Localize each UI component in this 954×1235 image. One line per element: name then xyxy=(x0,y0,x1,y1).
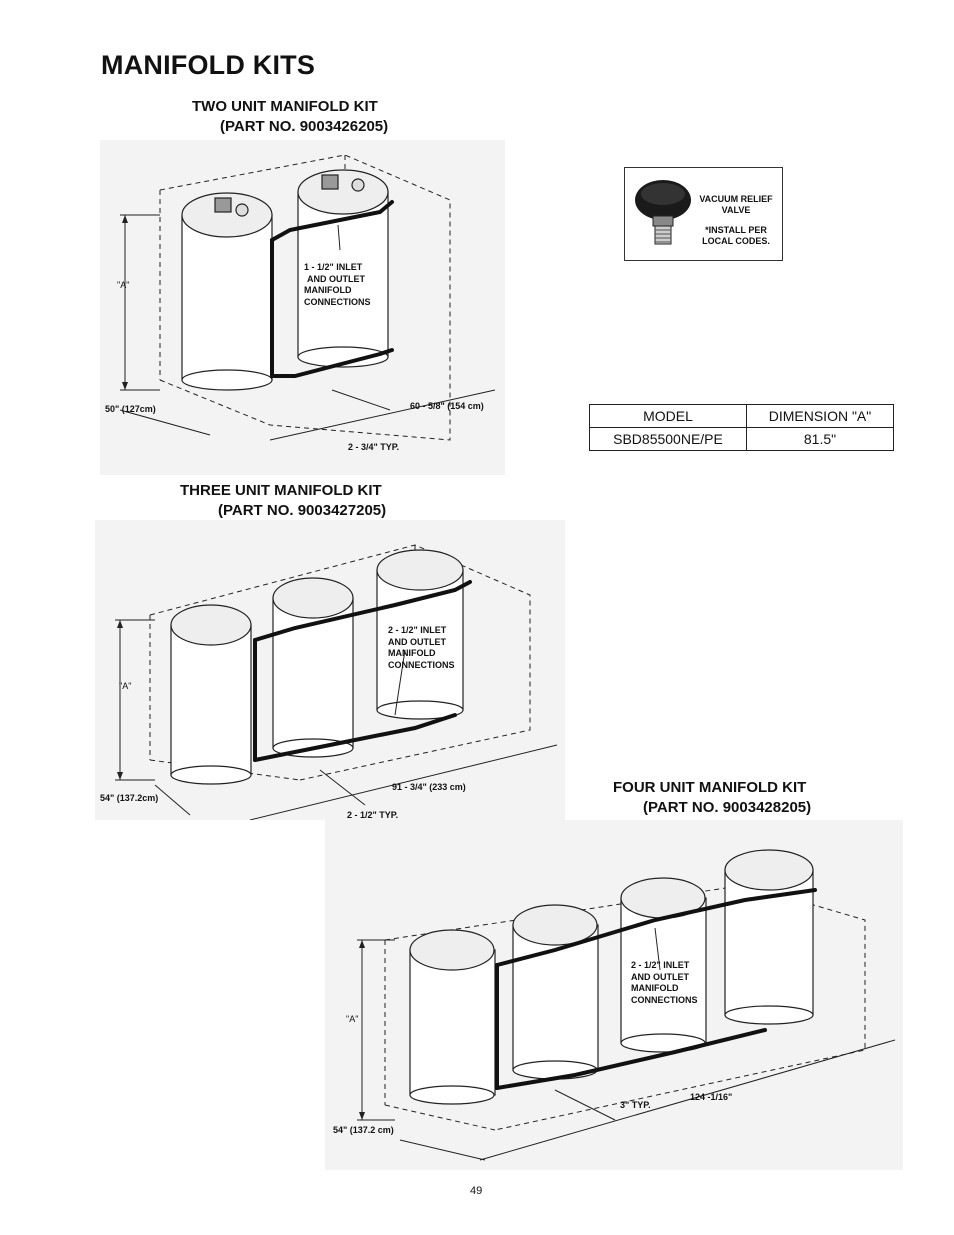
two-unit-diagram: "A" 1 - 1/2" INLET AND OUTLET MANIFOLD C… xyxy=(100,140,505,475)
header-model: MODEL xyxy=(589,404,747,428)
four-unit-depth: 54" (137.2 cm) xyxy=(333,1125,394,1135)
two-unit-kit-title: TWO UNIT MANIFOLD KIT (PART NO. 90034262… xyxy=(192,97,388,137)
four-unit-diagram: "A" 2 - 1/2" INLET AND OUTLET MANIFOLD C… xyxy=(325,820,903,1170)
three-unit-title-line1: THREE UNIT MANIFOLD KIT xyxy=(180,482,382,499)
two-unit-title-line1: TWO UNIT MANIFOLD KIT xyxy=(192,98,378,115)
four-unit-width: 124 -1/16" xyxy=(690,1092,733,1102)
dimension-table: MODEL DIMENSION "A" SBD85500NE/PE 81.5" xyxy=(589,404,894,451)
page-title: MANIFOLD KITS xyxy=(101,50,316,80)
header-dimension-a: DIMENSION "A" xyxy=(746,404,894,428)
four-unit-dim-a: "A" xyxy=(346,1014,359,1024)
heater-2 xyxy=(297,169,389,368)
vacuum-relief-valve-box: VACUUM RELIEF VALVE *INSTALL PER LOCAL C… xyxy=(624,167,783,261)
heater-1 xyxy=(181,192,273,391)
two-unit-spacing: 2 - 3/4" TYP. xyxy=(348,442,400,452)
four-unit-drawing xyxy=(325,820,903,1170)
two-unit-dim-a: "A" xyxy=(117,280,130,290)
three-unit-callout: 2 - 1/2" INLET AND OUTLET MANIFOLD CONNE… xyxy=(388,625,455,670)
three-unit-depth: 54" (137.2cm) xyxy=(100,793,159,803)
three-unit-width: 91 - 3/4" (233 cm) xyxy=(392,782,466,792)
page-number: 49 xyxy=(470,1185,483,1197)
cell-dimension: 81.5" xyxy=(746,427,894,451)
two-unit-drawing xyxy=(100,140,505,475)
three-unit-diagram: "A" 2 - 1/2" INLET AND OUTLET MANIFOLD C… xyxy=(95,520,565,820)
four-unit-callout: 2 - 1/2" INLET AND OUTLET MANIFOLD CONNE… xyxy=(631,960,698,1005)
cell-model: SBD85500NE/PE xyxy=(589,427,747,451)
three-unit-dim-a: "A" xyxy=(119,681,132,691)
three-unit-part-number: (PART NO. 9003427205) xyxy=(218,502,387,519)
four-unit-spacing: 3" TYP. xyxy=(620,1100,651,1110)
two-unit-part-number: (PART NO. 9003426205) xyxy=(220,118,389,135)
four-unit-title-line1: FOUR UNIT MANIFOLD KIT xyxy=(613,779,807,796)
vacuum-relief-label: VACUUM RELIEF VALVE xyxy=(699,194,773,215)
four-unit-kit-title: FOUR UNIT MANIFOLD KIT (PART NO. 9003428… xyxy=(613,778,811,818)
table-header-row: MODEL DIMENSION "A" xyxy=(589,404,894,428)
table-row: SBD85500NE/PE 81.5" xyxy=(589,427,894,451)
two-unit-callout: 1 - 1/2" INLET AND OUTLET MANIFOLD CONNE… xyxy=(304,262,371,307)
three-unit-kit-title: THREE UNIT MANIFOLD KIT (PART NO. 900342… xyxy=(180,481,386,521)
two-unit-depth: 50" (127cm) xyxy=(105,404,156,414)
two-unit-width: 60 - 5/8" (154 cm) xyxy=(410,401,484,411)
three-unit-spacing: 2 - 1/2" TYP. xyxy=(347,810,399,820)
install-note: *INSTALL PER LOCAL CODES. xyxy=(702,225,770,246)
three-unit-drawing xyxy=(95,520,565,820)
four-unit-part-number: (PART NO. 9003428205) xyxy=(643,799,812,816)
vacuum-relief-valve-icon xyxy=(635,180,691,245)
